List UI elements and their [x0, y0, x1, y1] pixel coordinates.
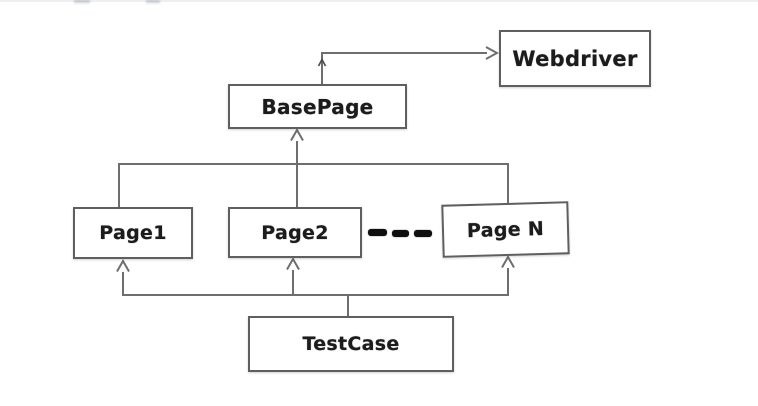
- node-page2-label: Page2: [261, 221, 329, 244]
- node-webdriver: Webdriver: [499, 30, 651, 87]
- top-edge-strip: [0, 0, 758, 2]
- cropped-text-remnant: [146, 0, 160, 3]
- connector-basepage-webdriver-horizontal: [321, 52, 487, 54]
- connector-lower-bus: [122, 294, 509, 296]
- node-page1: Page1: [73, 207, 193, 259]
- arrowhead-up-icon: [286, 257, 300, 270]
- ellipsis-dash-icon: [392, 230, 409, 237]
- node-page-n-label: Page N: [466, 217, 545, 242]
- node-basepage-label: BasePage: [261, 94, 374, 119]
- connector-upper-bus: [118, 163, 509, 165]
- node-testcase: TestCase: [248, 316, 454, 372]
- node-testcase-label: TestCase: [302, 333, 400, 355]
- ellipsis-dash-icon: [414, 230, 432, 237]
- connector-bus-to-page1: [118, 163, 120, 208]
- arrowhead-up-small-icon: [317, 58, 327, 67]
- connector-testcase-to-page2: [292, 270, 294, 296]
- node-basepage: BasePage: [228, 84, 407, 129]
- cropped-text-remnant: [74, 0, 90, 3]
- arrowhead-up-icon: [116, 259, 130, 272]
- node-webdriver-label: Webdriver: [512, 46, 638, 71]
- ellipsis-dash-icon: [368, 229, 387, 236]
- arrowhead-right-icon: [485, 46, 499, 60]
- arrowhead-up-icon: [501, 255, 515, 268]
- connector-testcase-stub: [347, 294, 349, 317]
- node-page1-label: Page1: [99, 222, 167, 244]
- connector-bus-to-basepage: [296, 141, 298, 208]
- connector-testcase-to-pagen: [507, 268, 509, 296]
- connector-bus-to-pagen: [507, 163, 509, 204]
- connector-testcase-to-page1: [122, 272, 124, 296]
- arrowhead-up-icon: [290, 128, 304, 141]
- connector-basepage-webdriver-vertical: [321, 52, 323, 85]
- node-page2: Page2: [228, 207, 362, 258]
- node-page-n: Page N: [441, 201, 570, 258]
